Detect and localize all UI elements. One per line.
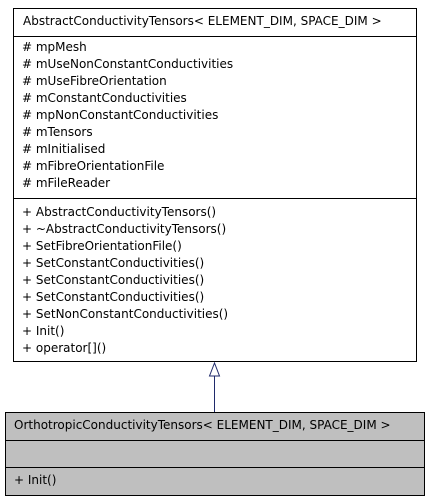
attribute-item: # mConstantConductivities	[22, 91, 187, 105]
attribute-item: # mpMesh	[22, 40, 87, 54]
base-class-methods: + AbstractConductivityTensors() + ~Abstr…	[14, 204, 416, 359]
derived-class-methods: + Init()	[6, 472, 424, 492]
attribute-item: # mUseNonConstantConductivities	[22, 57, 234, 71]
method-item: + Init()	[22, 324, 65, 338]
attribute-item: # mpNonConstantConductivities	[22, 108, 219, 122]
method-item: + SetConstantConductivities()	[22, 256, 205, 270]
base-class-divider-1	[14, 36, 416, 37]
attribute-item: # mUseFibreOrientation	[22, 74, 167, 88]
method-item: + ~AbstractConductivityTensors()	[22, 222, 227, 236]
attribute-item: # mTensors	[22, 125, 93, 139]
method-item: + operator[]()	[22, 341, 107, 355]
inheritance-arrowhead	[208, 361, 221, 377]
derived-class-divider-1	[6, 440, 424, 441]
base-class-divider-2	[14, 198, 416, 199]
method-item: + SetConstantConductivities()	[22, 290, 205, 304]
derived-class-name: OrthotropicConductivityTensors< ELEMENT_…	[14, 418, 391, 432]
derived-class-box[interactable]: OrthotropicConductivityTensors< ELEMENT_…	[5, 412, 425, 496]
base-class-box[interactable]: AbstractConductivityTensors< ELEMENT_DIM…	[13, 8, 417, 362]
base-class-attributes: # mpMesh # mUseNonConstantConductivities…	[14, 39, 416, 194]
derived-class-divider-2	[6, 467, 424, 468]
method-item: + SetFibreOrientationFile()	[22, 239, 182, 253]
method-item: + SetNonConstantConductivities()	[22, 307, 229, 321]
method-item: + AbstractConductivityTensors()	[22, 205, 217, 219]
method-item: + Init()	[14, 473, 57, 487]
attribute-item: # mFileReader	[22, 176, 111, 190]
base-class-name: AbstractConductivityTensors< ELEMENT_DIM…	[23, 14, 382, 28]
method-item: + SetConstantConductivities()	[22, 273, 205, 287]
attribute-item: # mFibreOrientationFile	[22, 159, 165, 173]
attribute-item: # mInitialised	[22, 142, 106, 156]
